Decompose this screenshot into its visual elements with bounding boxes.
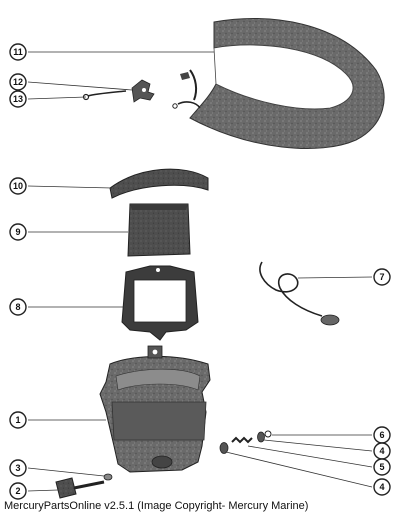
callout-10: 10 (9, 177, 27, 195)
callout-1: 1 (9, 411, 27, 429)
svg-text:4: 4 (379, 482, 384, 492)
copyright-caption: MercuryPartsOnline v2.5.1 (Image Copyrig… (4, 500, 309, 512)
part-buckle-clip (131, 79, 155, 103)
svg-text:11: 11 (13, 47, 23, 57)
part-housing (99, 345, 211, 473)
part-gasket (121, 265, 199, 341)
callout-6: 6 (373, 426, 391, 444)
callout-11: 11 (9, 43, 27, 61)
svg-text:6: 6 (379, 430, 384, 440)
part-washer (103, 473, 113, 481)
callout-9: 9 (9, 223, 27, 241)
callout-2: 2 (9, 482, 27, 500)
svg-text:12: 12 (13, 77, 23, 87)
callout-4-lower: 4 (373, 478, 391, 496)
svg-text:10: 10 (13, 181, 23, 191)
svg-text:4: 4 (379, 446, 384, 456)
callout-8: 8 (9, 298, 27, 316)
part-strap (172, 18, 385, 150)
leader-lines (27, 51, 373, 492)
callout-5: 5 (373, 458, 391, 476)
svg-text:7: 7 (379, 272, 384, 282)
callout-7: 7 (373, 268, 391, 286)
svg-text:1: 1 (15, 415, 20, 425)
svg-text:2: 2 (15, 486, 20, 496)
part-spring-washer-set (219, 430, 272, 454)
svg-text:9: 9 (15, 227, 20, 237)
part-thumb-screw (55, 477, 105, 499)
part-hook (82, 90, 127, 101)
callout-3: 3 (9, 459, 27, 477)
part-cable-tab (259, 261, 340, 326)
callout-4-upper: 4 (373, 442, 391, 460)
svg-text:8: 8 (15, 302, 20, 312)
svg-text:3: 3 (15, 463, 20, 473)
svg-text:5: 5 (379, 462, 384, 472)
callout-13: 13 (9, 90, 27, 108)
callout-12: 12 (9, 73, 27, 91)
part-cap (109, 168, 209, 199)
svg-text:13: 13 (13, 94, 23, 104)
part-filter-pad (127, 203, 191, 257)
